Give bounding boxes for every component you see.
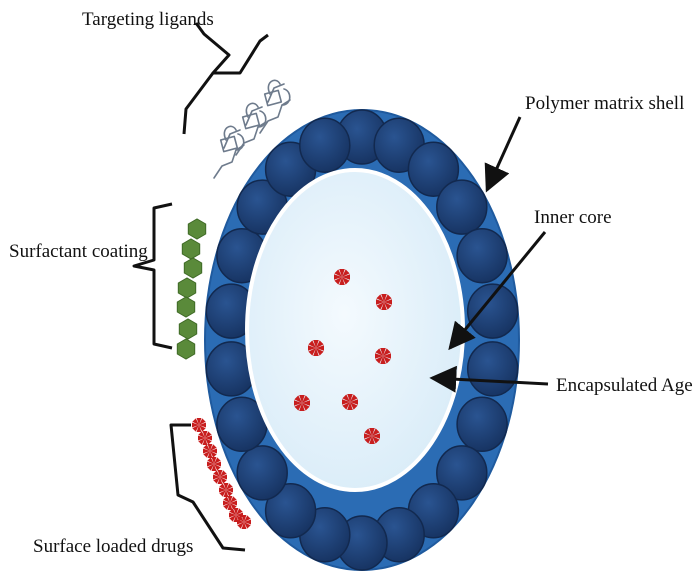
surface-drug-star (213, 470, 227, 484)
surface-drug-star (223, 496, 237, 510)
encapsulated-agent-star (376, 294, 392, 310)
ligand-bracket-lower (184, 73, 213, 134)
surfactant-hexagon (182, 239, 199, 259)
encapsulated-agent-star (364, 428, 380, 444)
encapsulated-agent-star (342, 394, 358, 410)
ligand-3 (260, 80, 290, 133)
encapsulated-agent-star (375, 348, 391, 364)
surface-drug-star (219, 483, 233, 497)
surfactant-hexagon (177, 339, 194, 359)
polymer-bead (237, 446, 287, 500)
encapsulated-agent-star (334, 269, 350, 285)
encapsulated-agent-star (308, 340, 324, 356)
surface-drug-star (198, 431, 212, 445)
surfactant-hexagon (184, 258, 201, 278)
surfactant-bracket (134, 204, 172, 348)
encapsulated-agent-star (294, 395, 310, 411)
label-surface-loaded-drugs: Surface loaded drugs (33, 536, 193, 557)
polymer-bead (300, 118, 350, 172)
label-targeting-ligands: Targeting ligands (82, 9, 214, 30)
surface-drug-star (203, 444, 217, 458)
ligand-1 (214, 126, 244, 178)
label-surfactant-coating: Surfactant coating (9, 241, 148, 262)
inner-core (247, 170, 463, 490)
surfactant-hexagon (188, 219, 205, 239)
surfactant-hexagon (177, 297, 194, 317)
polymer-bead (457, 397, 507, 451)
label-encapsulated-agent: Encapsulated Agent (556, 375, 693, 396)
surface-drug-star (192, 418, 206, 432)
polymer-bead (457, 229, 507, 283)
surfactant-coating-group (177, 219, 205, 359)
surfactant-hexagon (178, 278, 195, 298)
ligand-2 (236, 103, 266, 155)
surfactant-hexagon (179, 319, 196, 339)
shell-pointer-arrow (487, 117, 520, 190)
surface-drug-star (237, 515, 251, 529)
polymer-bead (468, 284, 518, 338)
label-inner-core: Inner core (534, 207, 612, 228)
polymer-bead (468, 342, 518, 396)
ligand-bracket (196, 23, 268, 73)
polymer-bead (437, 180, 487, 234)
surface-drug-star (207, 457, 221, 471)
label-polymer-matrix-shell: Polymer matrix shell (525, 93, 684, 114)
